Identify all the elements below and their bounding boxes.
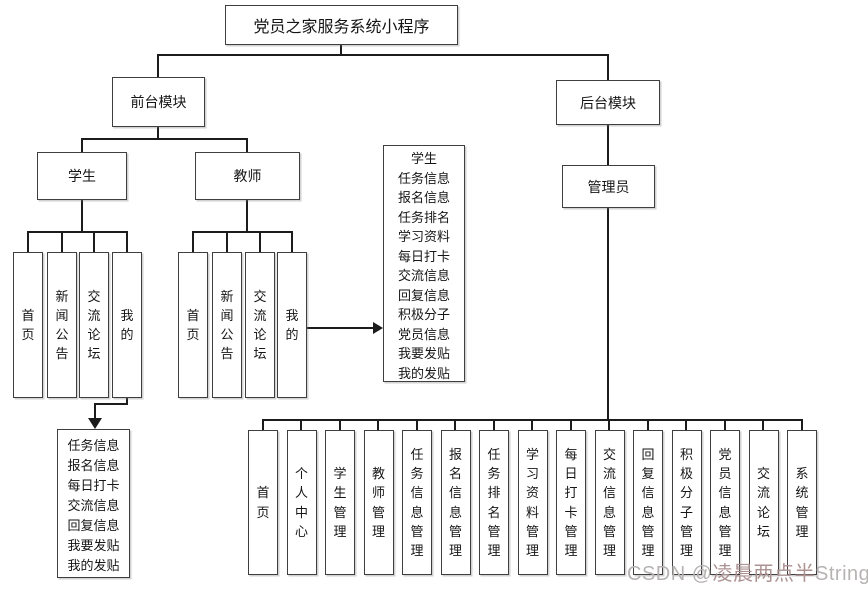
connector-line (192, 231, 194, 252)
admin-child-node: 学生管理 (325, 430, 355, 575)
admin-child-label: 任务排名管理 (487, 446, 501, 558)
connector-line (607, 54, 609, 80)
admin-child-label: 党员信息管理 (718, 446, 732, 558)
connector-line (377, 419, 379, 430)
watermark-suffix: String (815, 563, 868, 585)
student-child-node: 我的 (112, 252, 142, 398)
admin-child-label: 教师管理 (372, 466, 386, 539)
admin-child-label: 回复信息管理 (641, 446, 655, 558)
arrow-down-icon (88, 418, 102, 429)
admin-child-label: 积极分子管理 (680, 446, 694, 558)
connector-line (157, 54, 159, 77)
connector-line (262, 419, 264, 430)
connector-line (607, 125, 609, 165)
teacher-node: 教师 (195, 152, 300, 200)
connector-line (416, 419, 418, 430)
teacher-detail-list: 学生 任务信息 报名信息 任务排名 学习资料 每日打卡 交流信息 回复信息 积极… (383, 145, 465, 382)
admin-child-node: 任务信息管理 (402, 430, 432, 575)
admin-child-node: 报名信息管理 (440, 430, 471, 575)
admin-child-node: 任务排名管理 (479, 430, 509, 575)
arrow-right-icon (373, 322, 383, 334)
student-child-label: 交流论坛 (87, 288, 101, 362)
teacher-child-label: 交流论坛 (253, 288, 267, 362)
connector-line (27, 231, 29, 252)
teacher-child-node: 新闻公告 (212, 252, 242, 398)
connector-line (762, 419, 764, 430)
connector-line (340, 45, 342, 55)
admin-child-label: 学生管理 (333, 466, 347, 539)
teacher-child-node: 首页 (178, 252, 208, 398)
connector-line (81, 138, 83, 152)
connector-line (157, 54, 609, 56)
student-node: 学生 (37, 152, 127, 200)
connector-line (157, 127, 159, 140)
admin-child-label: 个人中心 (295, 466, 309, 539)
teacher-child-node: 我的 (277, 252, 307, 398)
connector-line (192, 231, 293, 233)
student-child-label: 新闻公告 (55, 288, 69, 362)
teacher-child-node: 交流论坛 (245, 252, 275, 398)
student-child-node: 首页 (13, 252, 43, 398)
admin-child-node: 每日打卡管理 (556, 430, 586, 575)
connector-line (724, 419, 726, 430)
admin-child-node: 党员信息管理 (710, 430, 740, 575)
connector-line (339, 419, 341, 430)
connector-line (608, 419, 610, 430)
connector-line (493, 419, 495, 430)
connector-line (81, 138, 248, 140)
admin-child-node: 教师管理 (363, 430, 394, 575)
admin-node: 管理员 (562, 165, 655, 208)
connector-line (259, 231, 261, 252)
connector-line (126, 398, 128, 405)
admin-child-label: 交流论坛 (757, 466, 771, 539)
admin-child-node: 回复信息管理 (633, 430, 663, 575)
admin-child-label: 每日打卡管理 (564, 446, 578, 558)
admin-child-label: 首页 (256, 485, 270, 520)
admin-child-label: 系统管理 (795, 466, 809, 539)
connector-line (246, 200, 248, 233)
admin-child-node: 交流信息管理 (594, 430, 625, 575)
connector-line (570, 419, 572, 430)
student-child-node: 交流论坛 (79, 252, 109, 398)
connector-line (647, 419, 649, 430)
connector-line (94, 403, 128, 405)
admin-child-node: 个人中心 (286, 430, 317, 575)
back-module-node: 后台模块 (556, 80, 660, 125)
front-module-node: 前台模块 (112, 77, 205, 127)
admin-child-label: 学习资料管理 (526, 446, 540, 558)
admin-child-node: 首页 (248, 430, 278, 575)
connector-line (291, 231, 293, 252)
admin-child-node: 积极分子管理 (671, 430, 702, 575)
connector-line (607, 208, 609, 421)
connector-line (801, 419, 803, 430)
connector-line (93, 231, 95, 252)
connector-line (61, 231, 63, 252)
connector-line (454, 419, 456, 430)
admin-child-node: 学习资料管理 (517, 430, 548, 575)
student-child-node: 新闻公告 (47, 252, 77, 398)
student-child-label: 我的 (120, 307, 134, 342)
teacher-child-label: 新闻公告 (220, 288, 234, 362)
connector-line (226, 231, 228, 252)
teacher-child-label: 首页 (186, 307, 200, 342)
connector-line (126, 231, 128, 252)
teacher-child-label: 我的 (285, 307, 299, 342)
connector-line (300, 419, 302, 430)
admin-child-label: 报名信息管理 (449, 446, 463, 558)
admin-child-label: 交流信息管理 (603, 446, 617, 558)
connector-line (81, 200, 83, 233)
connector-line (307, 327, 375, 329)
student-detail-list: 任务信息 报名信息 每日打卡 交流信息 回复信息 我要发贴 我的发贴 (57, 429, 130, 578)
student-child-label: 首页 (21, 307, 35, 342)
watermark: CSDN @凌晨两点半String (627, 557, 868, 586)
root-node: 党员之家服务系统小程序 (225, 5, 458, 45)
admin-child-node: 系统管理 (787, 430, 817, 575)
connector-line (531, 419, 533, 430)
admin-child-label: 任务信息管理 (410, 446, 424, 558)
connector-line (27, 231, 128, 233)
connector-line (685, 419, 687, 430)
connector-line (94, 403, 96, 419)
connector-line (246, 138, 248, 152)
admin-child-node: 交流论坛 (748, 430, 779, 575)
